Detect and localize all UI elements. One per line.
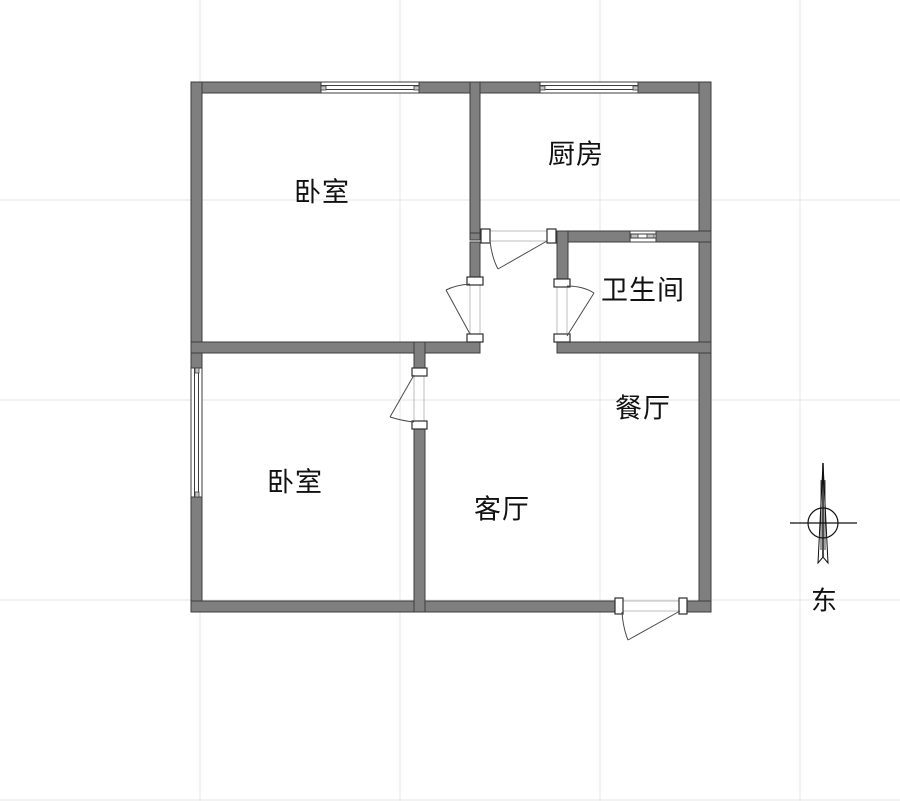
door-kitchen[interactable]: [480, 228, 557, 270]
room-label-bathroom: 卫生间: [601, 275, 685, 307]
wall-bedrooms-divider: [190, 341, 481, 354]
wall-living-upper-stub: [413, 341, 426, 370]
wall-bedroom-kitchen: [469, 81, 481, 234]
room-label-kitchen: 厨房: [548, 139, 604, 171]
wall-bedroom-east-stub: [469, 232, 481, 241]
walls: [190, 81, 712, 613]
wall-bath-west-upper: [556, 230, 569, 280]
window-bedroom-south: [190, 367, 203, 498]
wall-bedroom-east-lower: [469, 241, 481, 279]
room-label-bedroom-south: 卧室: [267, 467, 323, 499]
door-entry[interactable]: [614, 597, 688, 641]
wall-bottom-right: [683, 600, 712, 613]
wall-left-lower: [190, 496, 203, 613]
room-label-dining-room: 餐厅: [615, 393, 671, 425]
door-bedroom-south[interactable]: [389, 367, 428, 430]
door-bathroom[interactable]: [553, 278, 595, 343]
room-label-living-room: 客厅: [474, 494, 530, 526]
window-bathroom: [629, 230, 657, 243]
wall-bath-south: [556, 341, 712, 354]
wall-bottom-left: [190, 600, 618, 613]
wall-living-lower: [413, 426, 426, 613]
room-label-bedroom-north: 卧室: [294, 177, 350, 209]
window-bedroom-north: [320, 81, 420, 94]
window-kitchen: [539, 81, 639, 94]
compass-direction-label: 东: [810, 586, 838, 617]
wall-kitchen-bath-right: [655, 230, 712, 243]
wall-top-left: [190, 81, 322, 94]
compass-icon: [790, 462, 857, 565]
door-bedroom-north[interactable]: [445, 276, 484, 343]
wall-left-upper: [190, 81, 203, 369]
